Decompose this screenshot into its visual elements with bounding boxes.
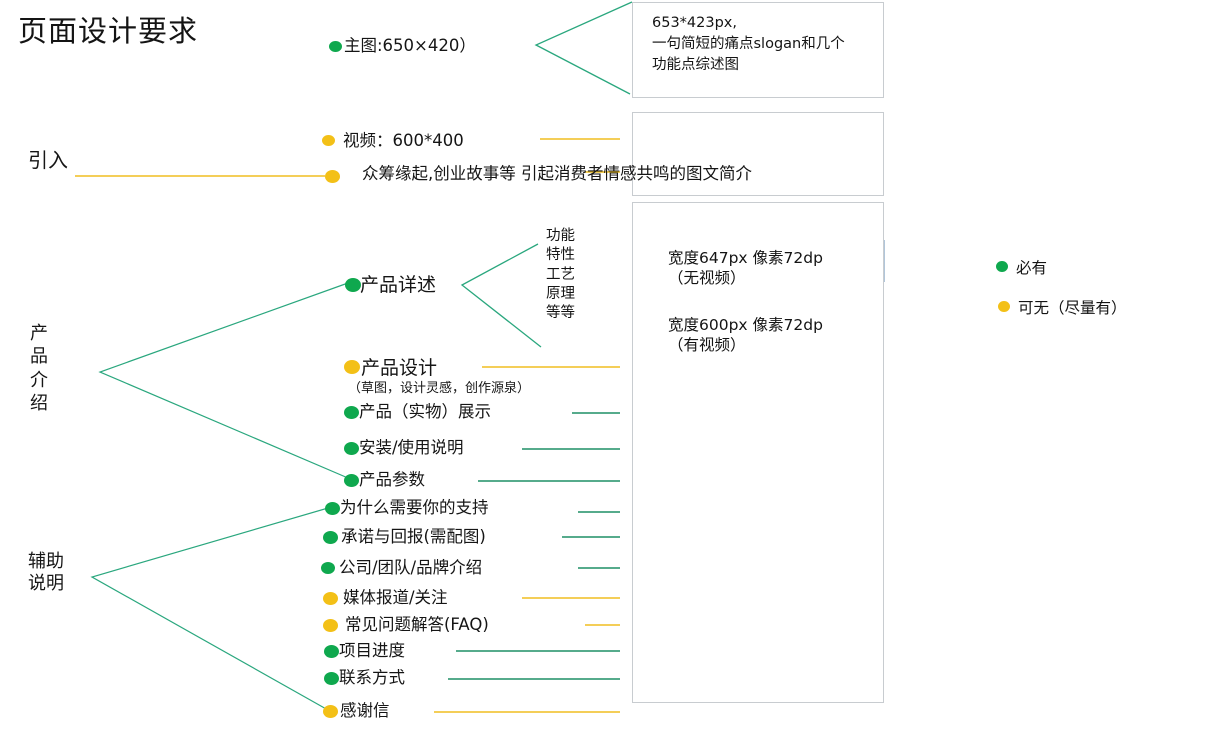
node-label-project-progress: 项目进度 — [339, 641, 405, 660]
spec-box-top-text: 653*423px, 一句简短的痛点slogan和几个 功能点综述图 — [652, 15, 845, 74]
node-label-why-support: 为什么需要你的支持 — [340, 498, 489, 517]
node-label-media-coverage: 媒体报道/关注 — [343, 588, 448, 607]
dimension-with-video-text: 宽度600px 像素72dp （有视频） — [668, 316, 823, 355]
dimension-no-video-text: 宽度647px 像素72dp （无视频） — [668, 249, 823, 288]
bullet-promise-reward — [323, 531, 338, 544]
node-label-product-detail: 产品详述 — [360, 274, 437, 296]
node-label-promise-reward: 承诺与回报(需配图) — [341, 527, 486, 546]
node-label-main-image: 主图:650×420） — [344, 36, 476, 55]
bullet-video — [322, 135, 335, 146]
bullet-product-detail — [345, 278, 361, 292]
auxiliary-tree — [90, 507, 329, 711]
bullet-media-coverage — [323, 592, 338, 605]
node-label-faq: 常见问题解答(FAQ) — [345, 615, 489, 634]
branch-label-intro: 引入 — [28, 148, 68, 172]
node-label-thanks-letter: 感谢信 — [340, 701, 390, 720]
node-label-contact: 联系方式 — [339, 668, 405, 687]
bullet-product-design — [344, 360, 360, 374]
node-label-story: 众筹缘起,创业故事等 引起消费者情感共鸣的图文简介 — [362, 164, 752, 183]
page-title: 页面设计要求 — [18, 14, 199, 48]
bullet-contact — [324, 672, 339, 685]
bullet-install-usage — [344, 442, 359, 455]
node-label-install-usage: 安装/使用说明 — [359, 438, 464, 457]
product-tree — [98, 282, 349, 479]
legend-dot-required — [996, 261, 1008, 272]
node-label-product-showcase: 产品（实物）展示 — [359, 402, 491, 421]
bullet-project-progress — [324, 645, 339, 658]
node-label-product-params: 产品参数 — [359, 470, 425, 489]
bullet-product-showcase — [344, 406, 359, 419]
legend-label-optional: 可无（尽量有） — [1018, 299, 1127, 317]
bullet-story — [325, 170, 340, 183]
legend-label-required: 必有 — [1016, 259, 1048, 277]
node-label-company-intro: 公司/团队/品牌介绍 — [339, 558, 483, 577]
node-label-video: 视频：600*400 — [343, 131, 464, 150]
legend-dot-optional — [998, 301, 1010, 312]
bullet-product-params — [344, 474, 359, 487]
bullet-company-intro — [321, 562, 335, 574]
branch-label-auxiliary: 辅助 说明 — [28, 551, 64, 594]
bullet-thanks-letter — [323, 705, 338, 718]
bullet-main-image — [329, 41, 342, 52]
chevron-main-image — [534, 1, 633, 95]
branch-label-product: 产 品 介 绍 — [30, 323, 48, 415]
bullet-why-support — [325, 502, 340, 515]
spec-box-bottom — [632, 202, 884, 703]
bullet-faq — [323, 619, 338, 632]
chevron-detail-text: 功能 特性 工艺 原理 等等 — [546, 228, 575, 322]
node-label-product-design: 产品设计 — [361, 357, 438, 379]
chevron-product-detail — [460, 243, 542, 348]
spec-box-middle — [632, 112, 884, 196]
spec-box-top — [632, 2, 884, 98]
node-label-product-design-sub: （草图，设计灵感，创作源泉） — [348, 381, 531, 396]
